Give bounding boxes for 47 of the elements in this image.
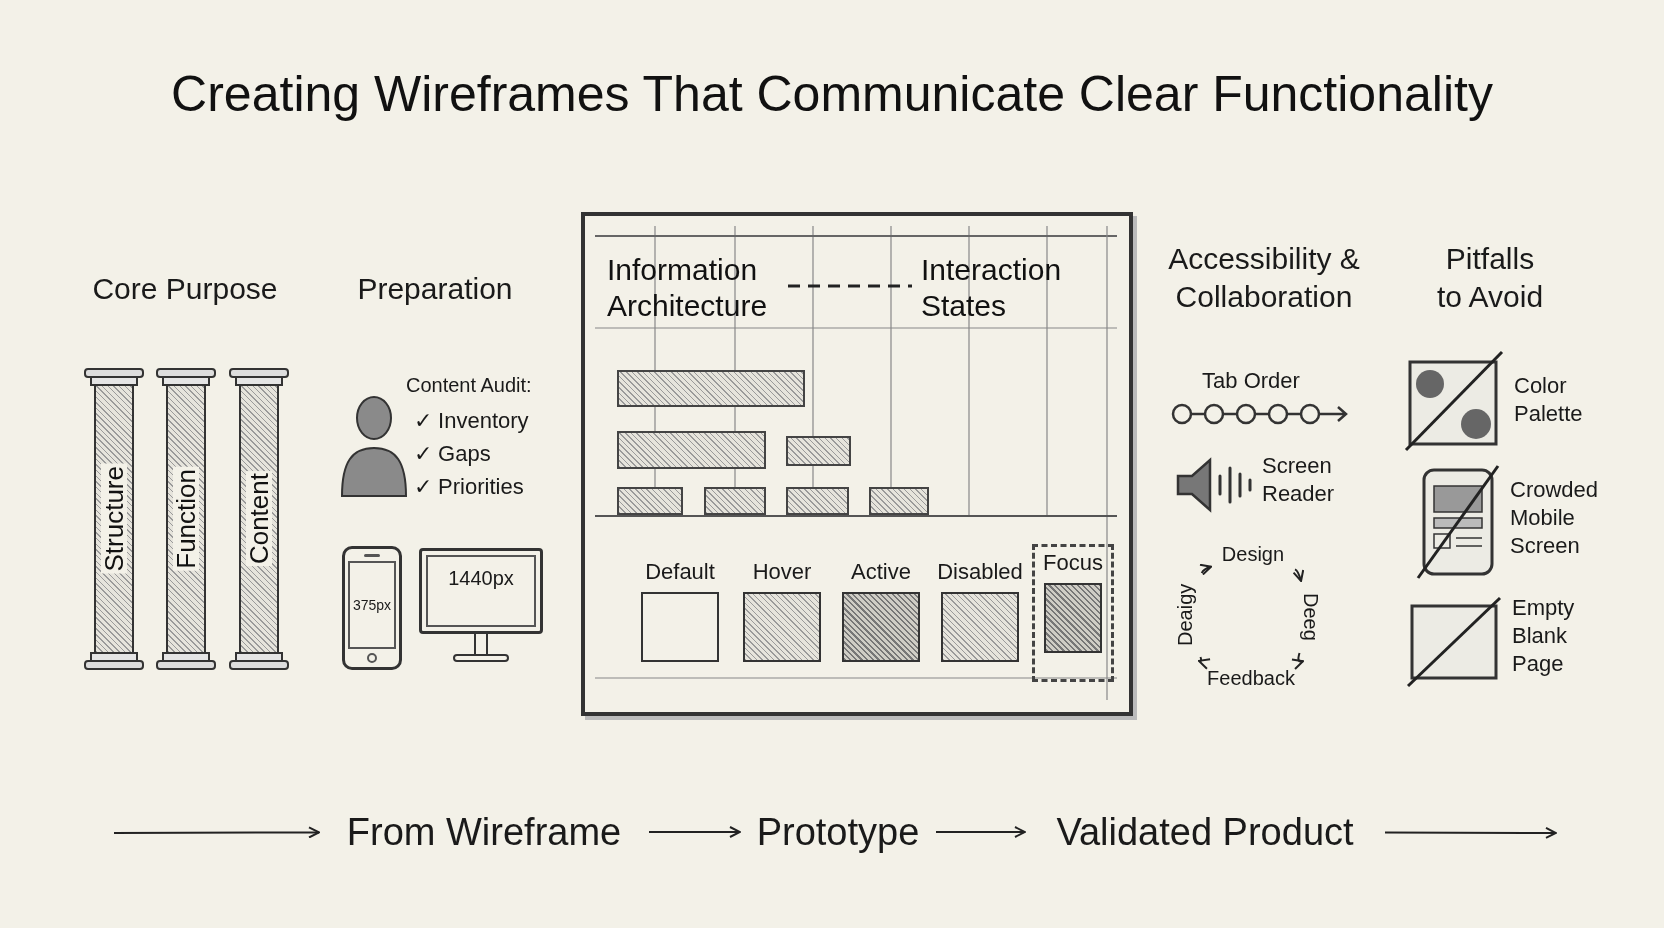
icon-caption: Crowded Mobile Screen	[1510, 476, 1600, 560]
checklist-item: ✓ Gaps	[414, 440, 492, 468]
pillar-drawing	[156, 368, 216, 670]
arrow	[1292, 568, 1305, 582]
state-label: Disabled	[937, 558, 1023, 586]
flow-stage: Validated Product	[1030, 806, 1380, 858]
pillar-label: Function	[173, 467, 199, 571]
section-heading: Pitfalls to Avoid	[1435, 241, 1545, 315]
section-heading: Information Architecture	[607, 252, 787, 328]
pillar-label: Content	[246, 471, 272, 567]
state-label: Hover	[752, 558, 812, 586]
focused-state-example	[1032, 544, 1114, 682]
arrow	[1198, 564, 1212, 576]
checklist-item: ✓ Priorities	[414, 473, 525, 501]
arrow	[1291, 652, 1304, 670]
cycle-step: Deeg	[1298, 586, 1324, 648]
section-heading: Core Purpose	[91, 271, 279, 307]
section-heading: Preparation	[356, 271, 514, 307]
icon-caption: Screen Reader	[1262, 452, 1336, 508]
arrow	[935, 826, 1026, 838]
list-heading: Content Audit:	[406, 373, 533, 398]
state-label: Focus	[1043, 549, 1103, 577]
pillar-label: Structure	[101, 464, 127, 574]
cycle-step: Design	[1216, 540, 1290, 568]
icon-caption: Color Palette	[1514, 372, 1584, 428]
icon-caption: Tab Order	[1201, 367, 1301, 395]
resolution-label: 375px	[352, 595, 392, 615]
cycle-step: Feedback	[1204, 664, 1298, 692]
pillar-drawing	[229, 368, 289, 670]
phone-drawing	[342, 546, 402, 670]
arrow	[1198, 656, 1211, 670]
checklist-item: ✓ Inventory	[414, 407, 530, 435]
state-label: Default	[645, 558, 715, 586]
cycle-step: Deaigy	[1172, 578, 1198, 652]
connector-line	[788, 284, 912, 288]
flow-stage: From Wireframe	[324, 806, 644, 858]
arrow	[113, 826, 320, 839]
section-heading: Interaction States	[921, 252, 1091, 328]
pillar-drawing	[84, 368, 144, 670]
state-label: Active	[851, 558, 911, 586]
arrow	[1384, 826, 1557, 839]
section-heading: Accessibility & Collaboration	[1167, 241, 1361, 315]
title: Creating Wireframes That Communicate Clear Functionality	[170, 65, 1494, 124]
arrow	[648, 826, 741, 838]
icon-caption: Empty Blank Page	[1512, 594, 1576, 678]
resolution-label: 1440px	[448, 566, 514, 591]
flow-stage: Prototype	[745, 806, 931, 858]
